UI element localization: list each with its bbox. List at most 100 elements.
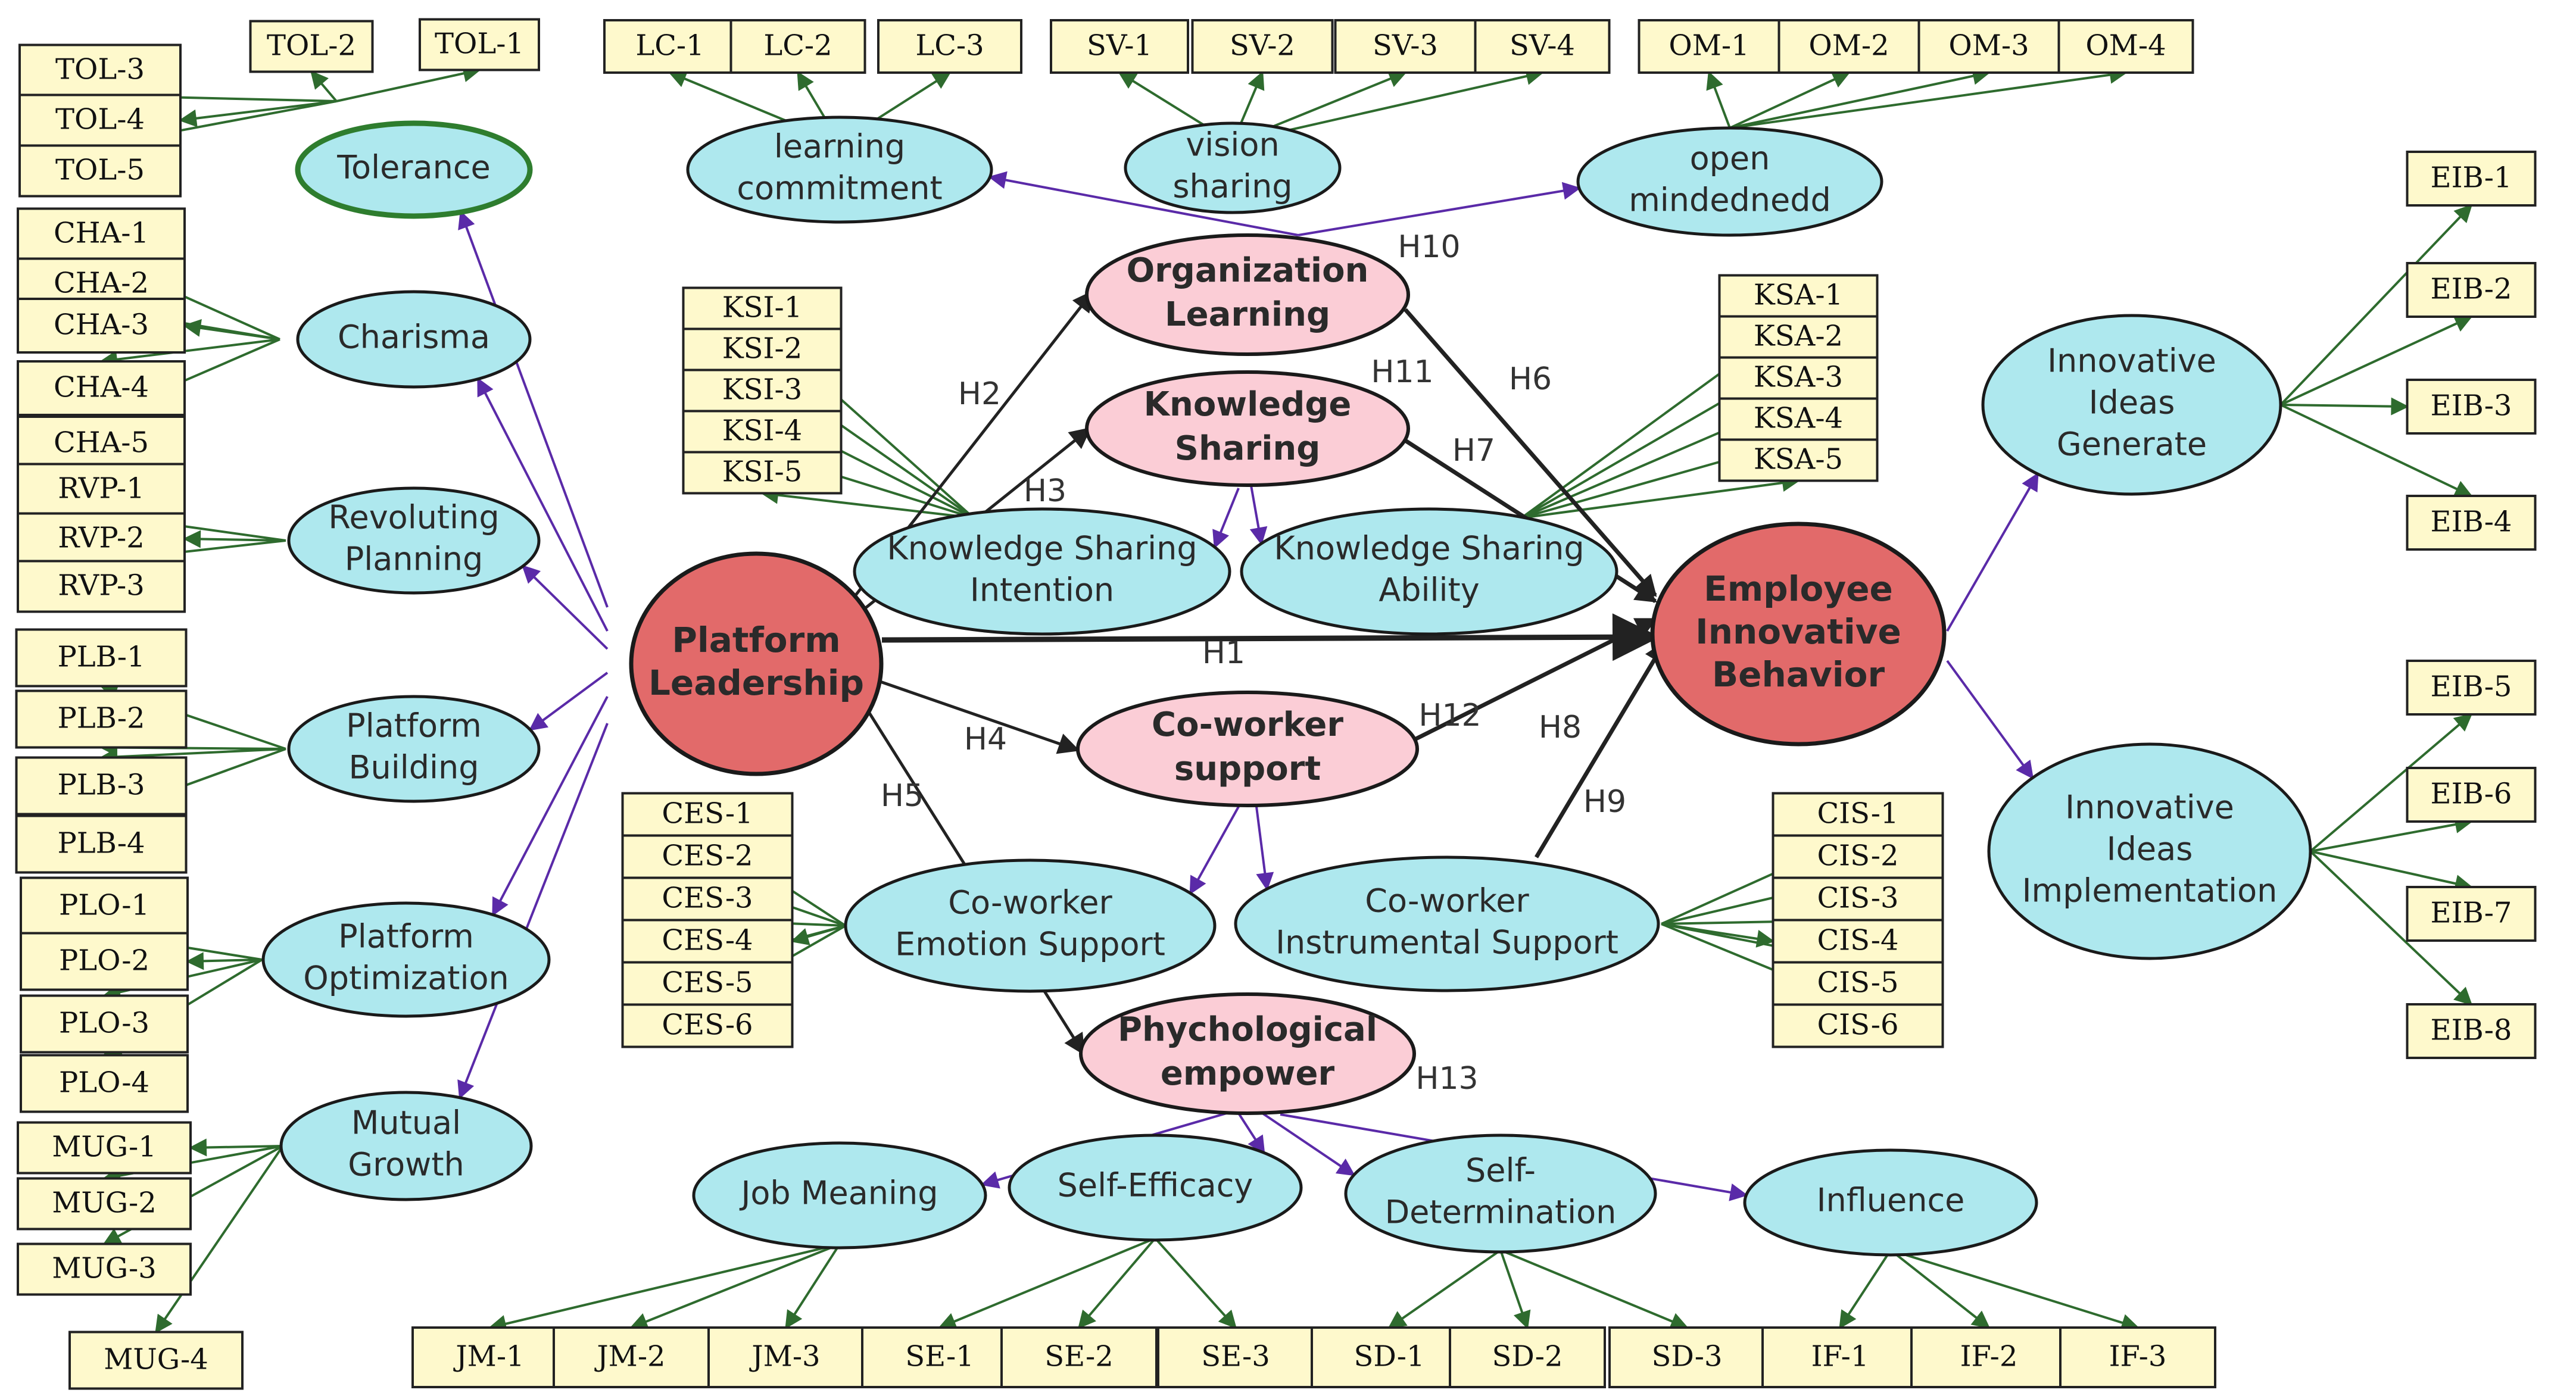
indicator-label: SE-2: [1044, 1340, 1114, 1373]
indicator-box: [1761, 1326, 1919, 1388]
mediator-node-label: Sharing: [1175, 429, 1321, 468]
latent-node: [1124, 121, 1342, 214]
indicator-box: [1638, 19, 1780, 74]
dimension-arrow: [1946, 660, 2034, 780]
dimension-arrow: [457, 723, 609, 1100]
indicator-box: [1718, 438, 1879, 482]
indicator-label: EIB-1: [2431, 161, 2512, 195]
loading-arrow: [1499, 1250, 1531, 1329]
latent-node: [1987, 742, 2312, 960]
indicator-label: CIS-4: [1817, 924, 1898, 957]
latent-node-label: Ideas: [2089, 384, 2175, 421]
core-node-label: Behavior: [1712, 654, 1885, 695]
indicator-label: KSI-4: [722, 414, 802, 448]
indicator-label: PLB-4: [57, 827, 145, 860]
loading-arrow: [183, 318, 280, 341]
indicator-box: [1334, 19, 1477, 74]
indicator-label: TOL-1: [435, 27, 524, 61]
loading-arrow: [1154, 1237, 1237, 1329]
latent-node: [1240, 507, 1618, 636]
loading-arrow: [785, 1243, 841, 1329]
loading-arrow: [1890, 1249, 2140, 1332]
indicator-box: [621, 792, 794, 837]
dimension-arrow: [477, 377, 609, 632]
dimension-arrow: [1212, 488, 1240, 549]
indicator-box: [1191, 19, 1334, 74]
latent-node-label: Instrumental Support: [1275, 924, 1618, 961]
dimension-arrow: [528, 672, 609, 731]
indicator-box: [1474, 19, 1611, 74]
indicator-label: EIB-3: [2431, 389, 2512, 423]
indicator-label: PLO-3: [59, 1007, 149, 1040]
indicator-label: SE-1: [905, 1340, 974, 1373]
dimension-arrow: [988, 171, 1299, 236]
latent-node: [686, 115, 993, 224]
indicator-label: KSA-2: [1754, 320, 1843, 353]
dimension-arrow: [1946, 472, 2039, 632]
indicator-label: EIB-5: [2431, 670, 2512, 704]
indicator-label: EIB-2: [2431, 273, 2512, 306]
indicator-box: [1772, 919, 1944, 964]
indicator-label: CES-5: [662, 966, 753, 1000]
indicator-box: [17, 298, 186, 354]
indicator-label: RVP-2: [58, 521, 145, 555]
latent-node: [1234, 855, 1660, 992]
latent-node-label: Building: [348, 749, 479, 786]
indicator-box: [2059, 1326, 2216, 1388]
loading-arrow: [1387, 1249, 1502, 1329]
core-node: [629, 551, 884, 776]
indicator-box: [17, 1121, 192, 1175]
indicator-box: [411, 1326, 569, 1388]
latent-node-label: Ability: [1379, 572, 1479, 609]
indicator-label: EIB-4: [2431, 505, 2512, 539]
latent-node-label: Platform: [338, 918, 474, 955]
indicator-box: [2057, 19, 2194, 74]
indicator-label: IF-1: [1811, 1340, 1869, 1373]
indicator-box: [1718, 315, 1879, 359]
indicator-box: [2406, 379, 2537, 435]
indicator-box: [17, 560, 186, 613]
mediator-node: [1076, 691, 1419, 807]
loading-arrow: [336, 64, 481, 102]
loading-arrow: [2309, 713, 2473, 852]
mediator-node-label: support: [1174, 750, 1321, 788]
indicator-box: [1772, 1003, 1944, 1048]
node-layer: H1H2H3H4H5H6H7H8H9H10H11H12H13TOL-1TOL-2…: [15, 18, 2537, 1390]
indicator-box: [2406, 262, 2537, 318]
indicator-label: IF-3: [2109, 1340, 2167, 1373]
indicator-label: OM-2: [1808, 29, 1889, 63]
indicator-box: [17, 360, 186, 416]
latent-node-label: Innovative: [2047, 342, 2216, 380]
path-label-h9: H9: [1583, 784, 1626, 820]
indicator-box: [419, 18, 540, 71]
loading-arrow: [629, 1243, 840, 1330]
indicator-label: CES-3: [662, 882, 753, 915]
loading-arrow: [1729, 65, 2128, 129]
indicator-label: SE-3: [1201, 1340, 1270, 1373]
latent-node: [844, 858, 1217, 993]
mediator-node-label: Knowledge: [1144, 385, 1352, 424]
path-label-h2: H2: [958, 376, 1001, 412]
indicator-box: [15, 756, 188, 816]
indicator-box: [2406, 886, 2537, 942]
loading-arrow: [1706, 71, 1731, 129]
indicator-label: SV-1: [1087, 29, 1152, 63]
indicator-box: [1910, 1326, 2067, 1388]
indicator-label: KSA-1: [1754, 279, 1843, 312]
latent-node-label: Influence: [1817, 1182, 1965, 1219]
indicator-label: OM-1: [1669, 29, 1749, 63]
indicator-label: CIS-1: [1817, 797, 1898, 830]
mediator-node-label: Learning: [1165, 295, 1330, 334]
loading-arrow: [310, 70, 338, 102]
latent-node: [296, 290, 532, 389]
latent-node-label: learning: [774, 128, 905, 165]
latent-node-label: Co-worker: [948, 884, 1112, 922]
loading-arrow: [1729, 71, 1851, 129]
mediator-node: [1085, 370, 1410, 487]
indicator-box: [17, 1242, 192, 1296]
latent-node-label: Charisma: [338, 318, 490, 356]
loading-arrow: [99, 338, 280, 369]
indicator-box: [682, 369, 843, 413]
indicator-box: [1157, 1326, 1314, 1388]
indicator-label: EIB-6: [2431, 777, 2512, 811]
